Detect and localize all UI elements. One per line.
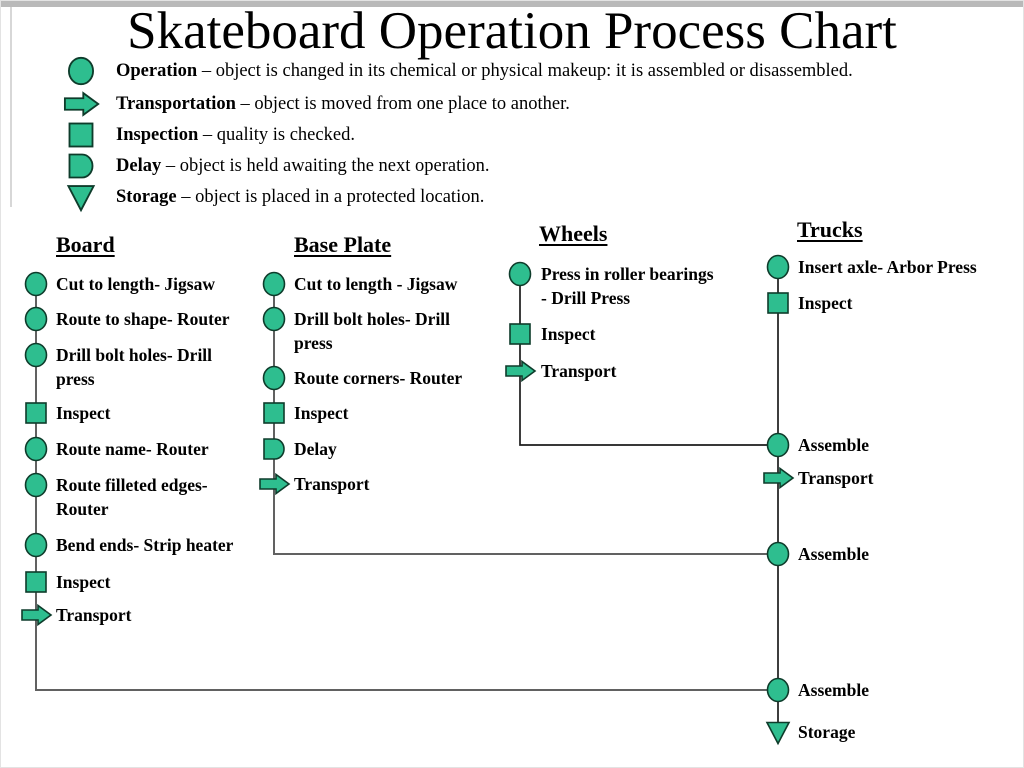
step-label: Insert axle- Arbor Press <box>798 257 977 277</box>
base-plate-arrow-symbol <box>259 472 291 496</box>
step-label: Inspect <box>541 324 596 344</box>
step-label: Cut to length - Jigsaw <box>294 274 458 294</box>
step-label: Delay <box>294 439 337 459</box>
board-square-symbol <box>25 571 47 593</box>
legend-description: – object is held awaiting the next opera… <box>161 155 490 176</box>
transportation-icon <box>63 91 100 117</box>
base-plate-square-symbol <box>263 402 285 424</box>
legend-text: Delay – object is held awaiting the next… <box>116 156 490 177</box>
delay-icon <box>68 153 94 179</box>
step-label: Assemble <box>798 435 869 455</box>
legend-item-storage: Storage – object is placed in a protecte… <box>62 181 484 213</box>
legend-text: Inspection – quality is checked. <box>116 125 355 146</box>
step-label: Drill bolt holes- Drill press <box>56 345 213 389</box>
base-plate-circle-symbol <box>262 365 286 391</box>
step-label: Transport <box>798 468 874 488</box>
step-label: Press in roller bearings - Drill Press <box>541 264 714 308</box>
legend-item-transportation: Transportation – object is moved from on… <box>62 88 570 120</box>
legend-term: Delay <box>116 155 162 176</box>
transportation-icon-shape <box>63 91 100 117</box>
legend-term: Inspection <box>116 124 199 145</box>
trucks-arrow-symbol <box>763 466 795 490</box>
step-label: Cut to length- Jigsaw <box>56 274 215 294</box>
legend-term: Storage <box>116 186 177 207</box>
storage-icon <box>66 185 96 213</box>
operation-icon-shape <box>68 56 94 86</box>
legend-term: Operation <box>116 60 198 81</box>
trucks-circle-symbol <box>766 254 790 280</box>
column-header-trucks: Trucks <box>797 217 863 242</box>
column-header-base-plate: Base Plate <box>294 232 392 257</box>
step-label: Storage <box>798 722 856 742</box>
legend-item-delay: Delay – object is held awaiting the next… <box>62 150 490 182</box>
legend-description: – object is changed in its chemical or p… <box>197 60 853 81</box>
base-plate-circle-symbol <box>262 271 286 297</box>
inspection-icon <box>68 122 94 148</box>
column-header-wheels: Wheels <box>539 221 608 246</box>
step-label: Route name- Router <box>56 439 209 459</box>
step-label: Inspect <box>56 572 111 592</box>
base-plate-delay-symbol <box>263 438 285 460</box>
trucks-circle-symbol <box>766 677 790 703</box>
board-arrow-symbol <box>21 603 53 627</box>
board-circle-symbol <box>24 271 48 297</box>
step-label: Drill bolt holes- Drill press <box>294 309 451 353</box>
legend-description: – quality is checked. <box>198 124 355 145</box>
trucks-circle-symbol <box>766 541 790 567</box>
step-label: Inspect <box>798 293 853 313</box>
operation-icon <box>68 56 94 86</box>
column-header-board: Board <box>56 232 115 257</box>
board-square-symbol <box>25 402 47 424</box>
step-label: Transport <box>294 474 370 494</box>
wheels-square-symbol <box>509 323 531 345</box>
board-circle-symbol <box>24 306 48 332</box>
storage-icon-shape <box>66 185 96 213</box>
legend-text: Transportation – object is moved from on… <box>116 94 570 115</box>
board-circle-symbol <box>24 472 48 498</box>
step-label: Route to shape- Router <box>56 309 230 329</box>
legend-term: Transportation <box>116 93 236 114</box>
legend-item-operation: Operation – object is changed in its che… <box>62 55 853 87</box>
step-label: Inspect <box>294 403 349 423</box>
step-label: Route corners- Router <box>294 368 463 388</box>
base-plate-circle-symbol <box>262 306 286 332</box>
board-circle-symbol <box>24 436 48 462</box>
wheels-arrow-symbol <box>505 359 537 383</box>
legend-text: Storage – object is placed in a protecte… <box>116 187 484 208</box>
step-label: Assemble <box>798 680 869 700</box>
step-label: Route filleted edges- Router <box>56 475 208 519</box>
legend-description: – object is placed in a protected locati… <box>176 186 485 207</box>
legend-item-inspection: Inspection – quality is checked. <box>62 119 355 151</box>
step-label: Assemble <box>798 544 869 564</box>
trucks-circle-symbol <box>766 432 790 458</box>
step-label: Inspect <box>56 403 111 423</box>
inspection-icon-shape <box>68 122 94 148</box>
step-label: Transport <box>541 361 617 381</box>
board-circle-symbol <box>24 342 48 368</box>
page-title: Skateboard Operation Process Chart <box>127 2 897 60</box>
step-label: Bend ends- Strip heater <box>56 535 234 555</box>
delay-icon-shape <box>68 153 94 179</box>
step-label: Transport <box>56 605 132 625</box>
slide-left-edge <box>10 7 12 207</box>
wheels-circle-symbol <box>508 261 532 287</box>
board-circle-symbol <box>24 532 48 558</box>
legend-description: – object is moved from one place to anot… <box>235 93 570 114</box>
legend-text: Operation – object is changed in its che… <box>116 61 853 82</box>
slide-top-edge <box>1 1 1023 7</box>
trucks-square-symbol <box>767 292 789 314</box>
trucks-triangle-symbol <box>765 721 791 746</box>
